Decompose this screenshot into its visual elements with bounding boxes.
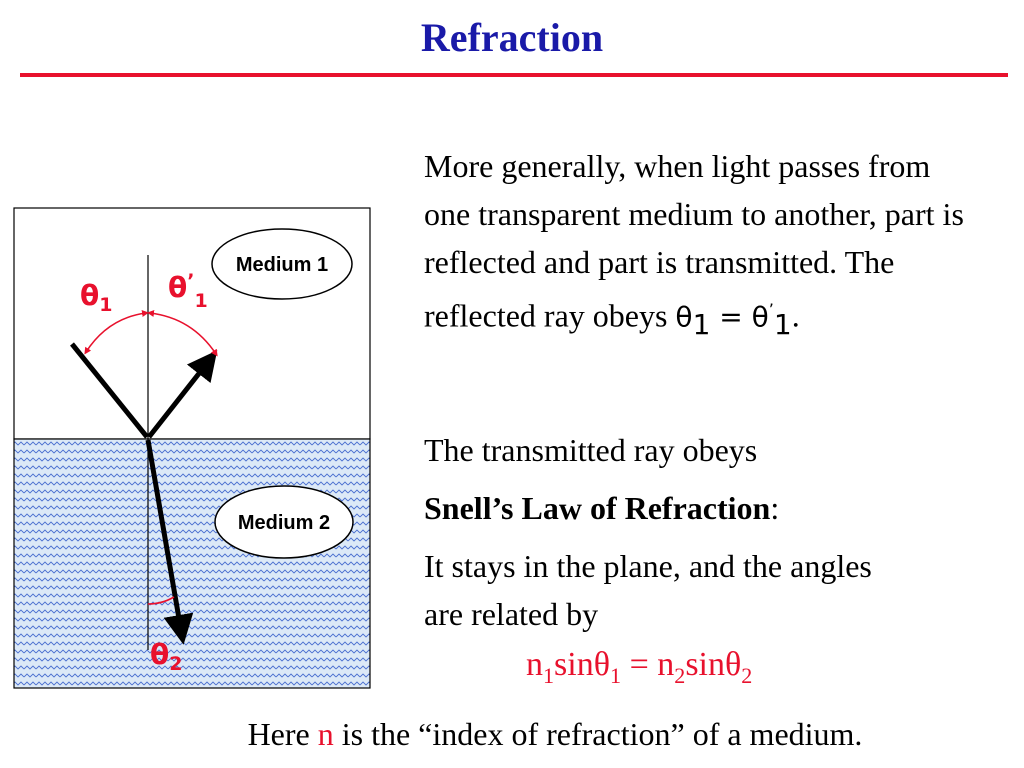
medium-1-ellipse — [211, 228, 353, 300]
paragraph-reflection: More generally, when light passes from o… — [424, 148, 964, 342]
medium-2-region — [13, 438, 371, 689]
medium-2-label: Medium 2 — [238, 512, 330, 534]
snells-law-equation: n1sinθ1 = n2sinθ2 — [526, 646, 753, 688]
medium-2-ellipse — [214, 485, 354, 559]
footer-note: Here n is the “index of refraction” of a… — [247, 716, 863, 752]
theta1-arc — [84, 310, 149, 355]
paragraph-transmitted: The transmitted ray obeys — [424, 432, 758, 468]
medium-1-label: Medium 1 — [236, 254, 328, 276]
paragraph-plane: It stays in the plane, and the angles ar… — [424, 548, 872, 632]
theta1-prime-label: θ’1 — [168, 270, 208, 312]
paragraph-snells-law: Snell’s Law of Refraction: — [424, 490, 780, 526]
theta1-prime-arc — [147, 309, 218, 357]
refracted-ray — [145, 439, 194, 645]
theta1-label: θ1 — [80, 279, 112, 316]
theta2-arc — [147, 596, 175, 605]
reflected-ray — [147, 350, 218, 439]
slide-title: Refraction — [420, 15, 604, 60]
title-divider — [20, 73, 1008, 77]
incident-ray — [70, 342, 149, 439]
theta2-label: θ2 — [150, 638, 182, 675]
